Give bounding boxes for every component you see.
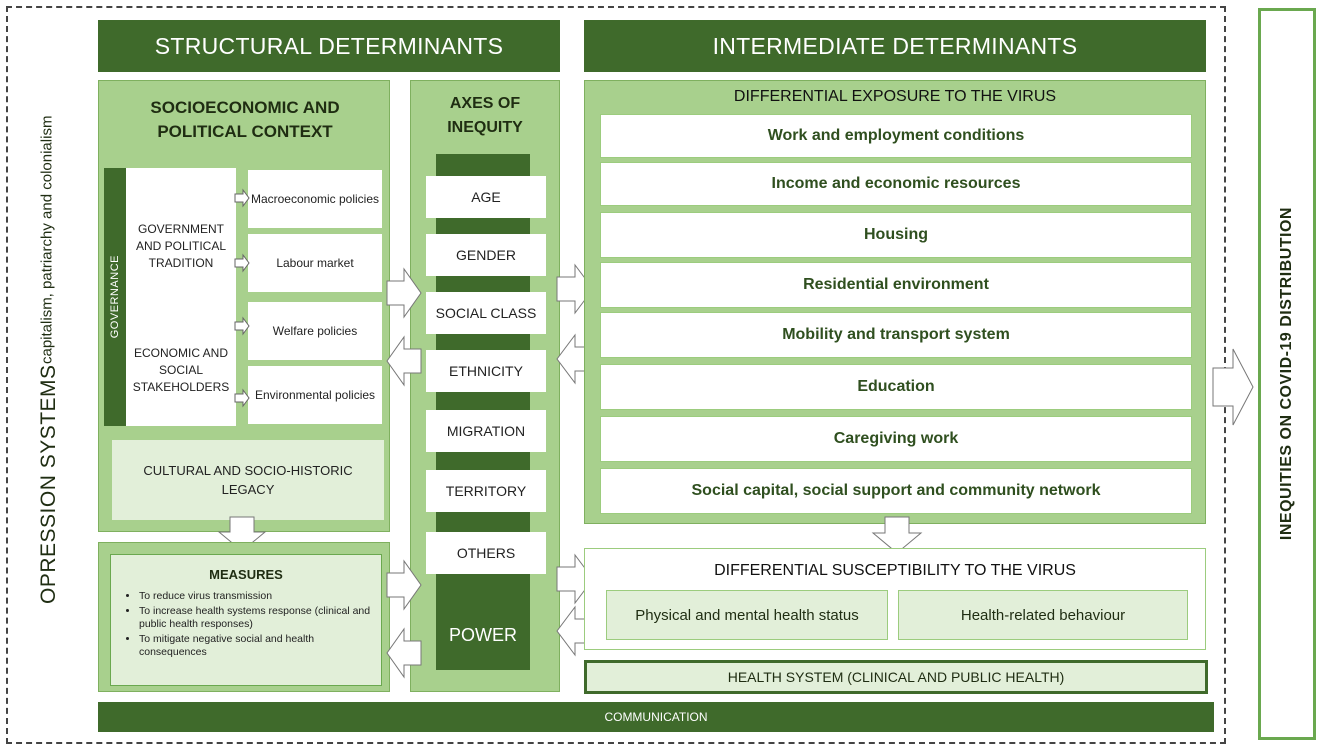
government-tradition: GOVERNMENT AND POLITICAL TRADITION — [135, 221, 227, 270]
policy-macroeconomic: Macroeconomic policies — [248, 170, 382, 228]
measure-item: To mitigate negative social and health c… — [139, 633, 371, 659]
axis-migration: MIGRATION — [426, 410, 546, 452]
oppression-subtitle: capitalism, patriarchy and colonialism — [38, 116, 56, 365]
economic-stakeholders: ECONOMIC AND SOCIAL STAKEHOLDERS — [132, 345, 230, 394]
exposure-item: Social capital, social support and commu… — [600, 468, 1192, 514]
oppression-title: OPRESSION SYSTEMS — [37, 364, 60, 604]
outcome-box: INEQUITIES ON COVID-19 DISTRIBUTION — [1258, 8, 1316, 740]
arrow-down-icon — [217, 516, 267, 552]
governance-panel — [126, 168, 236, 426]
exposure-item: Residential environment — [600, 262, 1192, 308]
arrow-right-icon — [234, 188, 250, 208]
health-system: HEALTH SYSTEM (CLINICAL AND PUBLIC HEALT… — [584, 660, 1208, 694]
power-label: POWER — [448, 624, 517, 645]
axis-social-class: SOCIAL CLASS — [426, 292, 546, 334]
axes-title: AXES OF INEQUITY — [447, 95, 523, 136]
policy-labour-market: Labour market — [248, 234, 382, 292]
policy-environmental: Environmental policies — [248, 366, 382, 424]
axis-age: AGE — [426, 176, 546, 218]
arrow-right-icon — [1212, 348, 1254, 426]
exposure-item: Income and economic resources — [600, 162, 1192, 206]
arrow-right-icon — [234, 388, 250, 408]
oppression-label: OPRESSION SYSTEMS capitalism, patriarchy… — [14, 110, 84, 610]
axis-others: OTHERS — [426, 532, 546, 574]
exposure-title: DIFFERENTIAL EXPOSURE TO THE VIRUS — [733, 88, 1057, 105]
measure-item: To increase health systems response (cli… — [139, 605, 371, 631]
arrow-right-icon — [386, 559, 422, 611]
arrow-right-icon — [234, 253, 250, 273]
socioeconomic-title: SOCIOECONOMIC AND POLITICAL CONTEXT — [150, 98, 340, 141]
communication-bar: COMMUNICATION — [98, 702, 1214, 732]
exposure-item: Housing — [600, 212, 1192, 258]
intermediate-header: INTERMEDIATE DETERMINANTS — [584, 20, 1206, 72]
governance-label: GOVERNANCE — [109, 255, 121, 339]
arrow-left-icon — [386, 335, 422, 387]
outcome-label: INEQUITIES ON COVID-19 DISTRIBUTION — [1278, 207, 1295, 541]
measures-title: MEASURES — [209, 567, 283, 582]
measure-item: To reduce virus transmission — [139, 590, 371, 603]
measures-box: MEASURES To reduce virus transmission To… — [110, 554, 382, 686]
cultural-legacy: CULTURAL AND SOCIO-HISTORIC LEGACY — [112, 440, 384, 520]
susceptibility-health-status: Physical and mental health status — [606, 590, 888, 640]
axis-gender: GENDER — [426, 234, 546, 276]
exposure-item: Caregiving work — [600, 416, 1192, 462]
susceptibility-title: DIFFERENTIAL SUSCEPTIBILITY TO THE VIRUS — [714, 562, 1076, 579]
axis-ethnicity: ETHNICITY — [426, 350, 546, 392]
arrow-right-icon — [386, 267, 422, 319]
arrow-down-icon — [871, 516, 923, 554]
exposure-item: Work and employment conditions — [600, 114, 1192, 158]
governance-bar: GOVERNANCE — [104, 168, 126, 426]
exposure-item: Education — [600, 364, 1192, 410]
exposure-item: Mobility and transport system — [600, 312, 1192, 358]
arrow-left-icon — [386, 627, 422, 679]
policy-welfare: Welfare policies — [248, 302, 382, 360]
arrow-right-icon — [234, 316, 250, 336]
structural-header: STRUCTURAL DETERMINANTS — [98, 20, 560, 72]
susceptibility-behaviour: Health-related behaviour — [898, 590, 1188, 640]
axis-territory: TERRITORY — [426, 470, 546, 512]
